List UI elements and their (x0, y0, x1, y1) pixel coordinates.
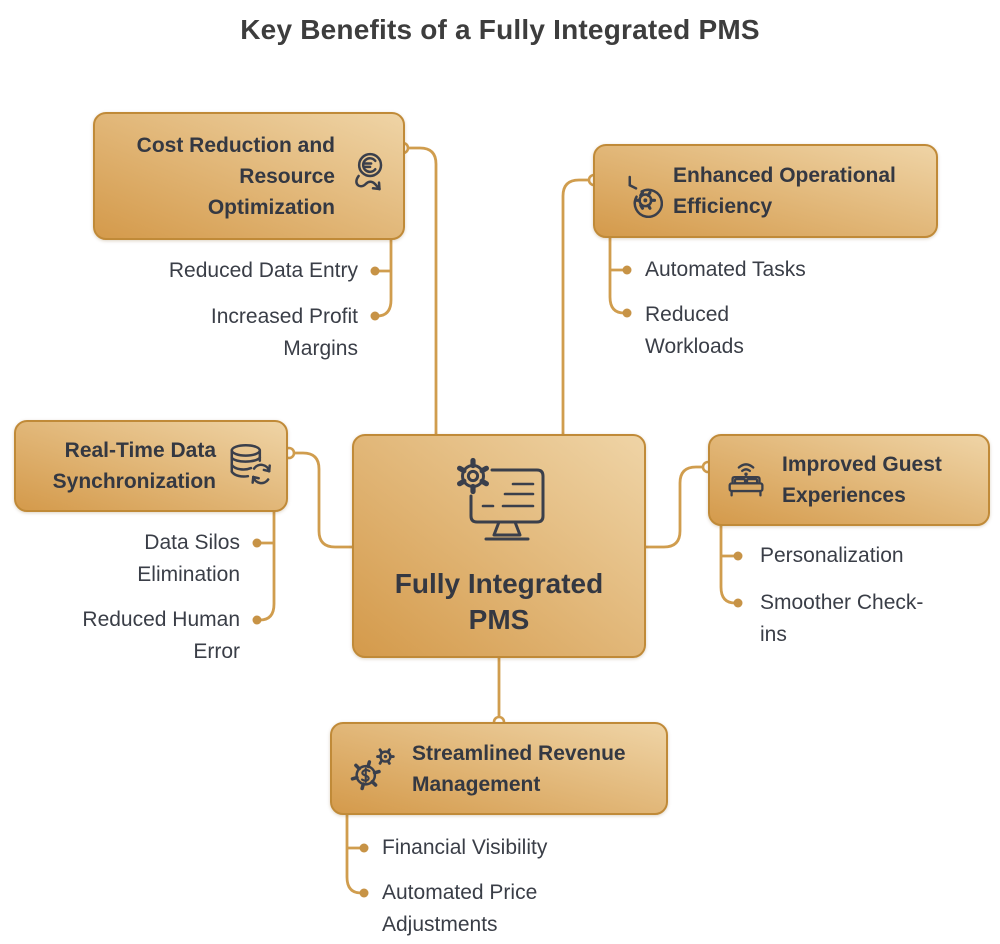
branch-item-automated-tasks: Automated Tasks (645, 258, 806, 281)
node-guest-experiences: Improved Guest Experiences (708, 434, 990, 526)
page-title: Key Benefits of a Fully Integrated PMS (240, 14, 760, 45)
branchline-sync (258, 510, 276, 622)
revenue-node-title: Streamlined Revenue Management (412, 741, 626, 796)
sync-node-title: Real-Time Data Synchronization (52, 439, 216, 493)
branch-item-reduced-workloads: Reduced Workloads (645, 303, 744, 358)
branch-item-reduced-human-error: Reduced Human Error (82, 608, 240, 663)
branch-item-personalization: Personalization (760, 544, 904, 567)
connector-cost-to-center (401, 146, 438, 440)
connector-efficiency-to-center (561, 178, 596, 440)
branch-item-financial-visibility: Financial Visibility (382, 836, 548, 859)
node-realtime-sync: Real-Time Data Synchronization (14, 420, 288, 512)
branchline-efficiency (608, 236, 626, 315)
branch-item-automated-price-adjustments: Automated Price Adjustments (382, 881, 538, 936)
connector-sync-to-center (287, 451, 358, 549)
monitor-gear-icon (457, 457, 545, 541)
node-fully-integrated-pms: Fully Integrated PMS (352, 434, 646, 658)
branch-item-increased-profit-margins: Increased Profit Margins (210, 305, 358, 360)
branchline-revenue (345, 813, 363, 895)
node-revenue-management: Streamlined Revenue Management (330, 722, 668, 815)
branch-item-smoother-checkins: Smoother Check- ins (760, 591, 924, 646)
branch-item-reduced-data-entry: Reduced Data Entry (168, 259, 358, 282)
branch-item-data-silos-elimination: Data Silos Elimination (137, 531, 240, 586)
node-operational-efficiency: Enhanced Operational Efficiency (593, 144, 938, 238)
gear-dollar-icon (350, 747, 395, 790)
branchline-guest (719, 524, 737, 605)
guest-node-title: Improved Guest Experiences (782, 453, 942, 507)
cost-node-title: Cost Reduction and Resource Optimization (136, 133, 335, 219)
database-sync-icon (230, 443, 271, 485)
efficiency-node-title: Enhanced Operational Efficiency (673, 164, 896, 218)
branch-item-dots (252, 265, 743, 898)
center-node-label: Fully Integrated PMS (394, 568, 604, 635)
bed-wifi-icon (728, 463, 764, 497)
coin-decrease-arrow-icon (355, 152, 383, 191)
clock-gear-icon (628, 175, 663, 218)
connector-guest-to-center (641, 465, 710, 549)
branchline-cost (375, 238, 393, 318)
node-cost-reduction: Cost Reduction and Resource Optimization (93, 112, 405, 240)
